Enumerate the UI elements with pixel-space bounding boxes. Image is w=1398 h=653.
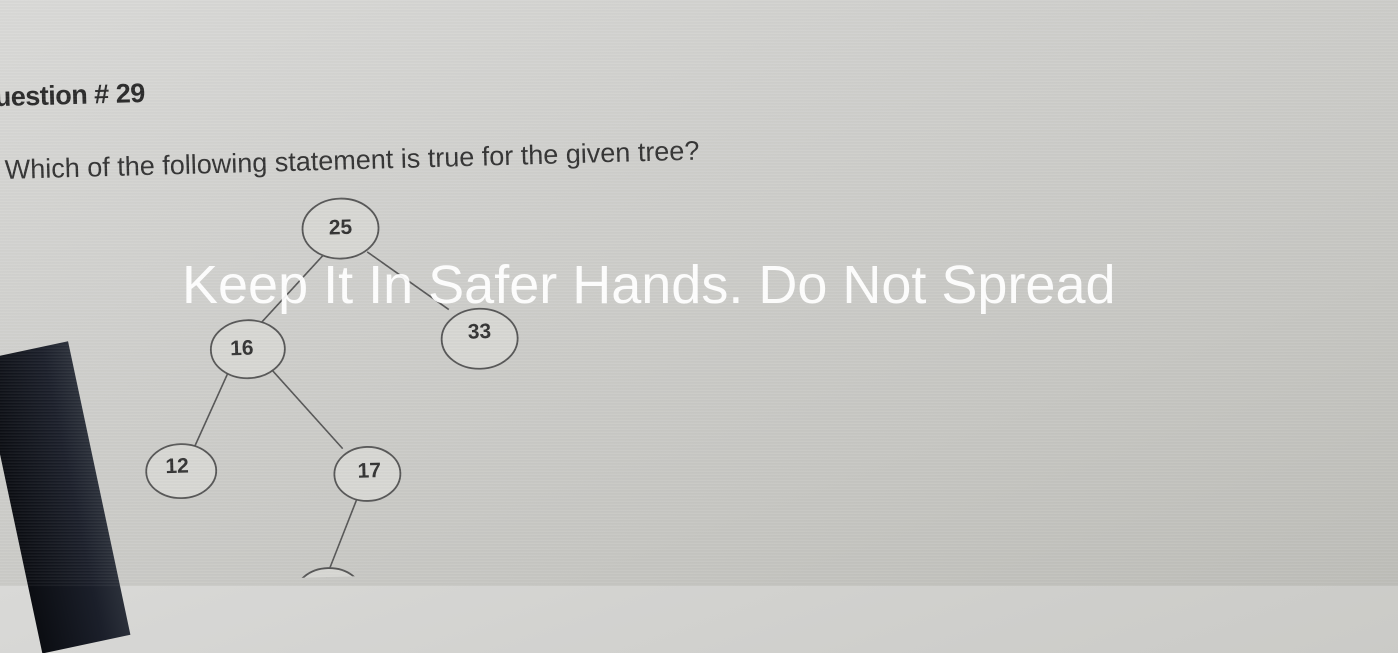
edge-25-33 (366, 251, 450, 311)
edge-16-17 (271, 370, 344, 450)
node-label: 25 (328, 216, 352, 240)
tree-node-partial (293, 567, 364, 586)
node-label: 12 (165, 454, 189, 478)
node-label: 33 (467, 320, 491, 344)
tree-node: 12 (145, 443, 218, 500)
tree-node: 17 (333, 446, 402, 502)
node-label: 17 (357, 459, 381, 483)
watermark-text: Keep It In Safer Hands. Do Not Spread (182, 255, 1116, 315)
edge-16-12 (193, 371, 230, 448)
node-label: 16 (230, 337, 254, 361)
edge-17-child (325, 495, 359, 578)
tree-node: 33 (440, 307, 519, 370)
edge-25-16 (260, 252, 326, 324)
tree-node: 16 (209, 319, 286, 380)
tree-node: 25 (301, 197, 380, 260)
